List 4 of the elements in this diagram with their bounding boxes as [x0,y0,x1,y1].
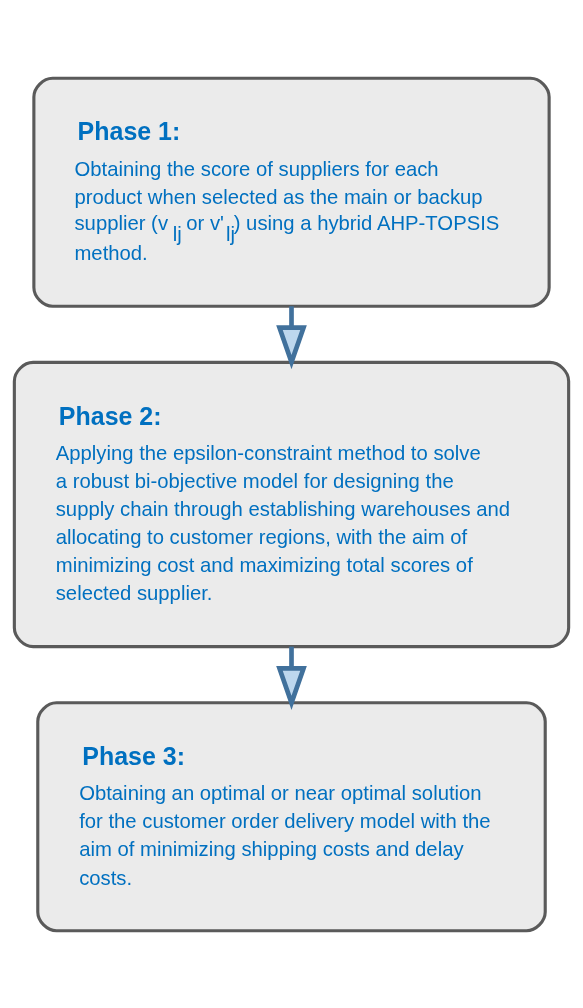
node-box: Phase 3: Obtaining an optimal or near optimal solution for the customer order delivery model with the aim of minimizing shipping costs and delay costs. [36,700,547,932]
arrow [276,305,307,369]
arrow [276,646,307,710]
node-box: Phase 2: Applying the epsilon-constraint method to solve a robust bi-objective model for designing the supply chain through establishing warehouses and allocating to customer regions, with the aim of minimizing cost and maximizing total scores of selected supplier. [12,360,571,648]
